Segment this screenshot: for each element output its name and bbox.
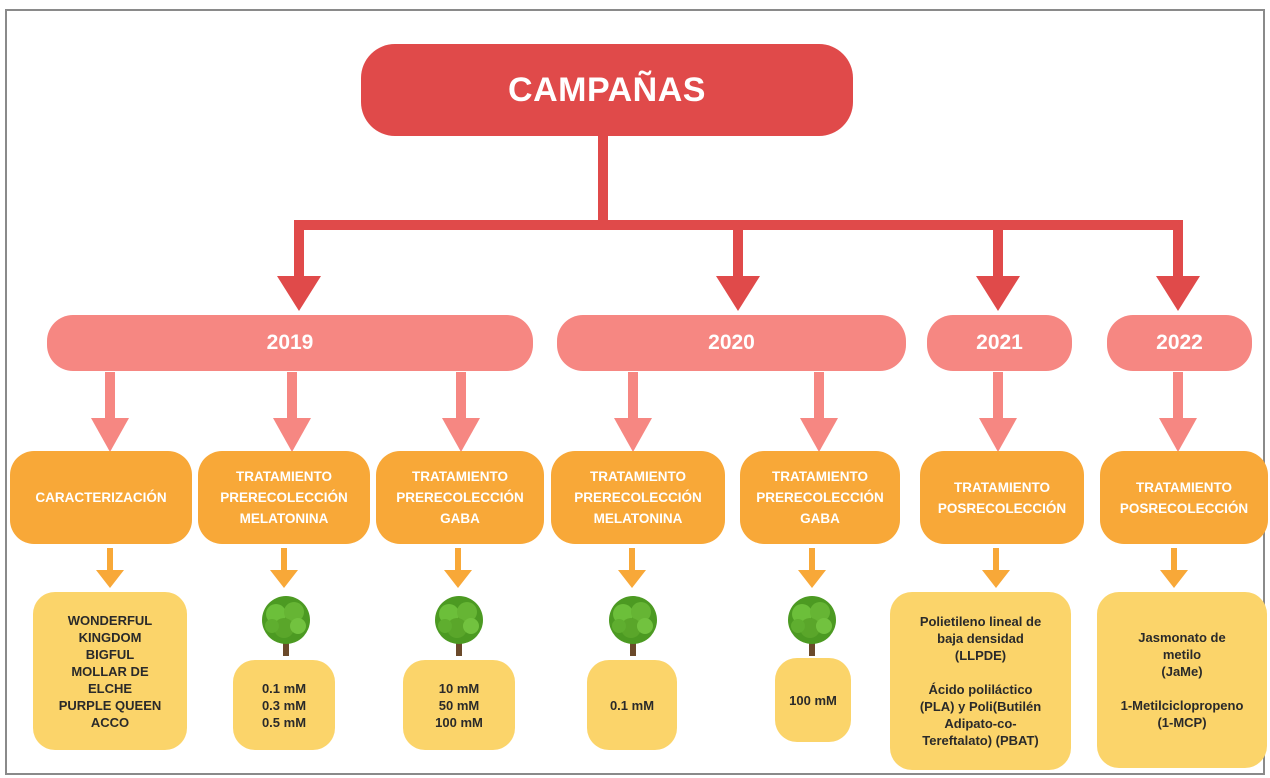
detail-text: Polietileno lineal de baja densidad (LLP…: [919, 614, 1042, 748]
treatment-node: TRATAMIENTO PRERECOLECCIÓN MELATONINA: [551, 451, 725, 544]
packaging-list: Polietileno lineal de baja densidad (LLP…: [890, 592, 1071, 770]
dose-list: 100 mM: [775, 658, 851, 742]
treatment-node: TRATAMIENTO PRERECOLECCIÓN GABA: [740, 451, 900, 544]
variety-list: WONDERFUL KINGDOM BIGFUL MOLLAR DE ELCHE…: [33, 592, 187, 750]
root-label: CAMPAÑAS: [508, 70, 706, 109]
treatment-node: TRATAMIENTO PRERECOLECCIÓN GABA: [376, 451, 544, 544]
treatment-connectors: [96, 548, 1188, 588]
treatment-label: TRATAMIENTO PRERECOLECCIÓN GABA: [396, 469, 524, 526]
diagram-frame: [5, 9, 1265, 775]
detail-text: WONDERFUL KINGDOM BIGFUL MOLLAR DE ELCHE…: [58, 612, 162, 730]
year-label: 2019: [266, 331, 314, 354]
year-label: 2020: [708, 331, 755, 354]
treatment-node: TRATAMIENTO PRERECOLECCIÓN MELATONINA: [198, 451, 370, 544]
compound-list: Jasmonato de metilo (JaMe) 1-Metilciclop…: [1097, 592, 1267, 768]
tree-icon: [435, 596, 483, 656]
detail-text: 0.1 mM 0.3 mM 0.5 mM: [261, 680, 307, 730]
detail-text: 10 mM 50 mM 100 mM: [435, 680, 483, 730]
treatment-label: CARACTERIZACIÓN: [35, 490, 167, 505]
treatment-label: TRATAMIENTO POSRECOLECCIÓN: [937, 479, 1067, 516]
dose-list: 10 mM 50 mM 100 mM: [403, 660, 515, 750]
year-node-2022: 2022: [1107, 315, 1252, 371]
detail-text: 0.1 mM: [609, 697, 655, 713]
year-label: 2022: [1156, 331, 1203, 354]
year-connectors: [91, 372, 1197, 452]
detail-text: 100 mM: [789, 692, 837, 708]
root-connectors: [277, 136, 1200, 311]
treatment-label: TRATAMIENTO POSRECOLECCIÓN: [1119, 479, 1249, 516]
treatment-node: TRATAMIENTO POSRECOLECCIÓN: [1100, 451, 1268, 544]
tree-icon: [788, 596, 836, 656]
year-node-2021: 2021: [927, 315, 1072, 371]
dose-list: 0.1 mM 0.3 mM 0.5 mM: [233, 660, 335, 750]
treatment-label: TRATAMIENTO PRERECOLECCIÓN MELATONINA: [220, 469, 348, 526]
detail-text: Jasmonato de metilo (JaMe) 1-Metilciclop…: [1120, 630, 1244, 730]
year-node-2020: 2020: [557, 315, 906, 371]
tree-icon: [262, 596, 310, 656]
dose-list: 0.1 mM: [587, 660, 677, 750]
treatment-node: CARACTERIZACIÓN: [10, 451, 192, 544]
root-node: CAMPAÑAS: [361, 44, 853, 136]
treatment-node: TRATAMIENTO POSRECOLECCIÓN: [920, 451, 1084, 544]
treatment-label: TRATAMIENTO PRERECOLECCIÓN GABA: [756, 469, 884, 526]
treatment-label: TRATAMIENTO PRERECOLECCIÓN MELATONINA: [574, 469, 702, 526]
year-label: 2021: [976, 331, 1023, 354]
year-node-2019: 2019: [47, 315, 533, 371]
tree-icon: [609, 596, 657, 656]
